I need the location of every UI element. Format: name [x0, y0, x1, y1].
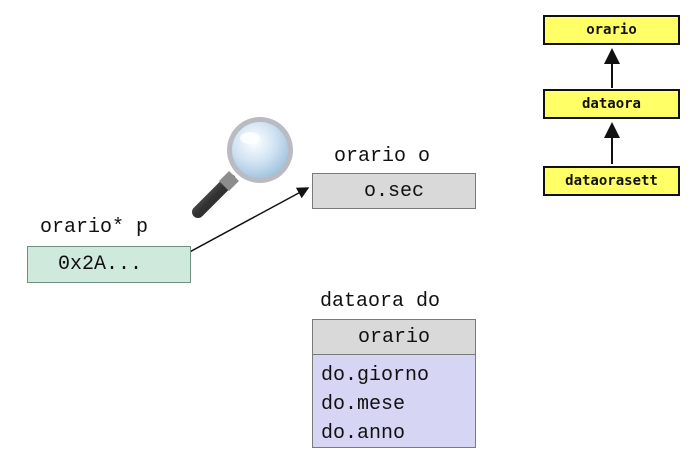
- class-box-orario: orario: [543, 15, 680, 45]
- object-do-field: do.anno: [321, 422, 406, 445]
- object-o-field-box: o.sec: [312, 173, 476, 209]
- magnifying-glass-icon: [192, 117, 293, 218]
- object-do-field: do.mese: [321, 393, 406, 416]
- object-do-field: do.giorno: [321, 364, 430, 387]
- object-do-base-label: orario: [357, 325, 430, 349]
- class-label-dataorasett: dataorasett: [565, 173, 658, 189]
- pointer-value: 0x2A...: [58, 253, 143, 276]
- object-do-declaration: dataora do: [320, 290, 441, 313]
- class-label-orario: orario: [586, 22, 637, 38]
- class-label-dataora: dataora: [581, 96, 641, 112]
- object-o-declaration: orario o: [334, 145, 431, 168]
- pointer-declaration: orario* p: [40, 216, 149, 239]
- class-box-dataora: dataora: [543, 89, 680, 119]
- object-do-fields-box: do.giorno do.mese do.anno: [312, 354, 476, 448]
- pointer-value-box: 0x2A...: [27, 246, 191, 283]
- object-do-base-box: orario: [312, 319, 476, 355]
- object-o-field: o.sec: [363, 179, 424, 203]
- class-box-dataorasett: dataorasett: [543, 166, 680, 196]
